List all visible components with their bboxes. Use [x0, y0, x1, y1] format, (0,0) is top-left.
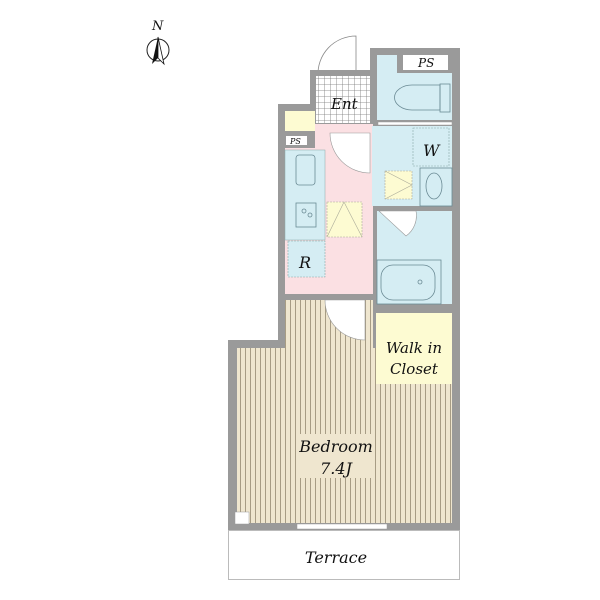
bedroom-floor [373, 390, 452, 400]
hatch-icon [384, 170, 413, 200]
hatch-icon [326, 201, 363, 238]
toilet-sliding-door[interactable] [377, 121, 453, 126]
bath-door-swing[interactable] [378, 210, 417, 237]
terrace [228, 530, 460, 580]
kitchen-counter [284, 149, 326, 241]
washing-machine-space [412, 127, 450, 167]
toilet-icon [394, 83, 451, 113]
pipe-space-top-label: PS [417, 56, 434, 70]
aircon-sleeve [234, 511, 250, 525]
entrance-area [316, 76, 370, 123]
pipe-space-kitchen-label: PS [289, 137, 301, 146]
entrance-door-swing [317, 35, 357, 77]
washbasin-icon [419, 167, 453, 207]
entrance-label: Ent [330, 95, 359, 113]
pipe-space-kitchen [286, 136, 307, 145]
terrace-window[interactable] [296, 523, 388, 530]
closet-label-line2: Closet [390, 360, 439, 378]
washroom-label: W [423, 141, 441, 160]
bedroom-label: Bedroom [298, 437, 373, 456]
bedroom-label-bg [300, 434, 372, 478]
shoe-cabinet [285, 111, 315, 131]
pipe-space-top [403, 55, 448, 70]
toilet-room [377, 73, 452, 120]
compass-label: N [151, 19, 164, 34]
walk-in-closet [376, 313, 452, 384]
north-compass-icon: N [146, 19, 170, 66]
toilet-tank-niche [377, 55, 397, 73]
closet-label-line1: Walk in [386, 339, 442, 357]
bathroom [377, 211, 452, 304]
hall-door-swing[interactable] [329, 132, 371, 174]
terrace-label: Terrace [305, 548, 367, 567]
refrigerator-space [287, 240, 326, 278]
bedroom-size: 7.4J [320, 459, 353, 478]
refrigerator-label: R [298, 253, 311, 272]
bathtub-icon [376, 259, 442, 305]
stove-icon [295, 202, 317, 228]
sink-icon [295, 154, 316, 186]
bedroom-door-swing[interactable] [324, 299, 366, 341]
